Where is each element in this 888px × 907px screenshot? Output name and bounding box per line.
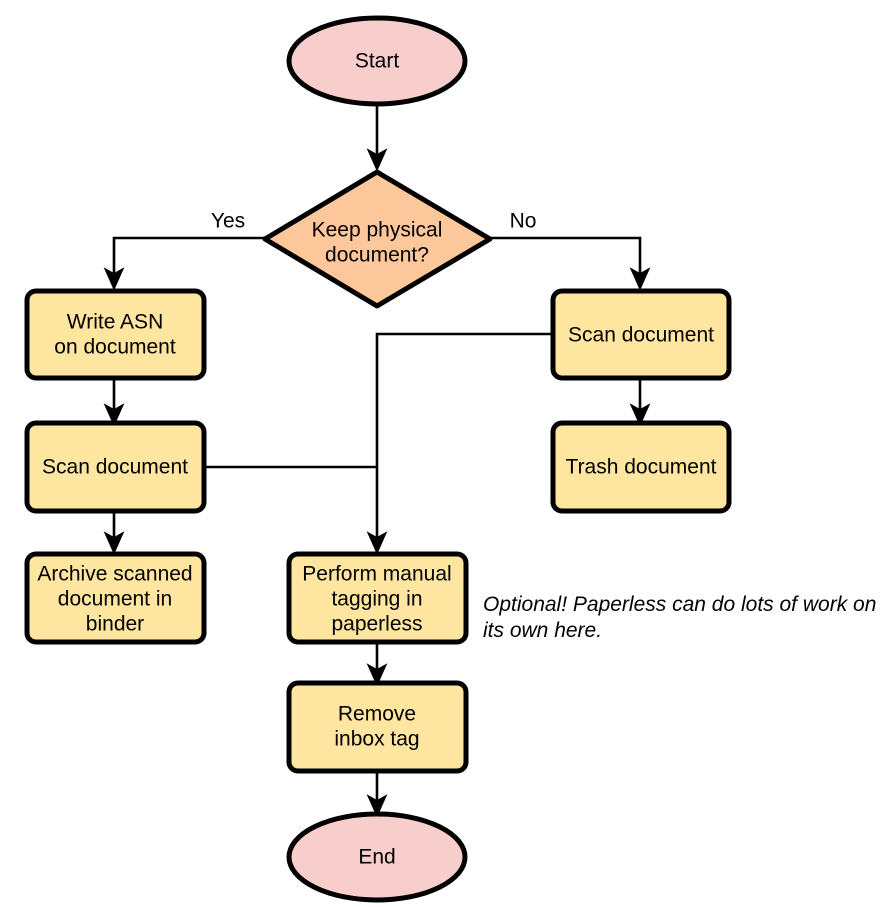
node-archive-scanned-document[interactable]: Archive scanned document in binder <box>24 551 207 645</box>
node-perform-manual-tagging[interactable]: Perform manual tagging in paperless <box>286 551 469 645</box>
remove-inbox-label-line1: Remove <box>338 703 416 726</box>
node-start[interactable]: Start <box>286 15 468 107</box>
archive-label-line2: document in <box>58 588 172 611</box>
decision-diamond[interactable] <box>262 169 493 309</box>
write-asn-label-line1: Write ASN <box>67 311 163 334</box>
node-write-asn-on-document[interactable]: Write ASN on document <box>24 288 207 381</box>
edge-label-no: No <box>510 210 537 233</box>
remove-inbox-box[interactable] <box>286 680 469 774</box>
tagging-label-line2: tagging in <box>331 588 422 611</box>
remove-inbox-label-line2: inbox tag <box>334 728 419 751</box>
scan-document-left-label: Scan document <box>42 456 188 479</box>
scan-document-left-box[interactable] <box>24 420 207 514</box>
start-label: Start <box>355 50 400 73</box>
edge-decision-yes-to-write-asn <box>103 236 265 291</box>
edge-scan-right-to-tagging <box>366 332 553 555</box>
archive-label-line3: binder <box>86 613 144 636</box>
note-line2: its own here. <box>483 619 602 642</box>
node-end[interactable]: End <box>286 811 468 903</box>
end-label: End <box>358 846 395 869</box>
annotation-note: Optional! Paperless can do lots of work … <box>483 593 876 642</box>
node-scan-document-left[interactable]: Scan document <box>24 420 207 514</box>
start-ellipse[interactable] <box>286 15 468 107</box>
tagging-label-line1: Perform manual <box>302 563 451 586</box>
write-asn-label-line2: on document <box>54 336 176 359</box>
edge-label-yes: Yes <box>211 210 245 233</box>
decision-label-line1: Keep physical <box>312 219 443 242</box>
end-ellipse[interactable] <box>286 811 468 903</box>
write-asn-box[interactable] <box>24 288 207 381</box>
node-trash-document[interactable]: Trash document <box>550 420 732 514</box>
trash-document-box[interactable] <box>550 420 732 514</box>
tagging-box[interactable] <box>286 551 469 645</box>
trash-document-label: Trash document <box>566 456 717 479</box>
scan-document-right-label: Scan document <box>568 324 714 347</box>
node-remove-inbox-tag[interactable]: Remove inbox tag <box>286 680 469 774</box>
node-scan-document-right[interactable]: Scan document <box>550 288 732 381</box>
edge-decision-no-to-scan-right <box>490 236 651 291</box>
archive-box[interactable] <box>24 551 207 645</box>
decision-label-line2: document? <box>325 244 429 267</box>
archive-label-line1: Archive scanned <box>37 563 192 586</box>
note-line1: Optional! Paperless can do lots of work … <box>483 593 876 616</box>
node-decision-keep-physical-document[interactable]: Keep physical document? <box>262 169 493 309</box>
tagging-label-line3: paperless <box>331 613 422 636</box>
scan-document-right-box[interactable] <box>550 288 732 381</box>
